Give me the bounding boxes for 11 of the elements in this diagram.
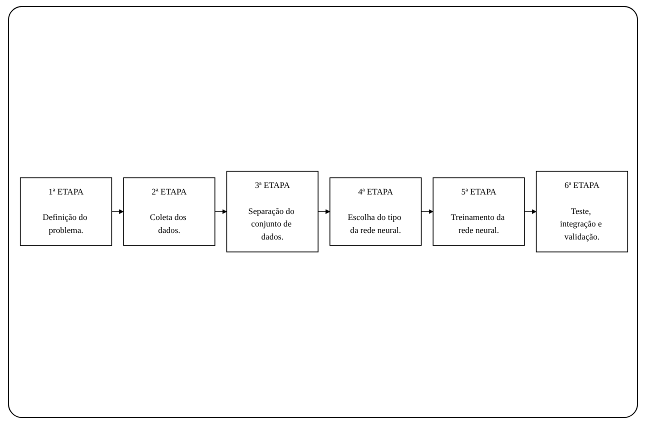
arrow — [420, 210, 434, 214]
arrow — [318, 210, 330, 214]
node-box: 2ª ETAPA Coleta dos dados. — [123, 178, 216, 246]
node-box: 3ª ETAPA Separação do conjunto de dados. — [226, 171, 318, 253]
node-box: 4ª ETAPA Escolha do tipo da rede neural. — [330, 178, 422, 246]
arrow — [214, 210, 227, 214]
node-box: 6ª ETAPA Teste, integração e validação. — [536, 171, 628, 253]
arrow — [111, 210, 124, 214]
arrow — [524, 210, 537, 214]
node-box: 1ª ETAPA Definição do problema. — [20, 178, 112, 246]
node-box: 5ª ETAPA Treinamento da rede neural. — [432, 178, 525, 246]
